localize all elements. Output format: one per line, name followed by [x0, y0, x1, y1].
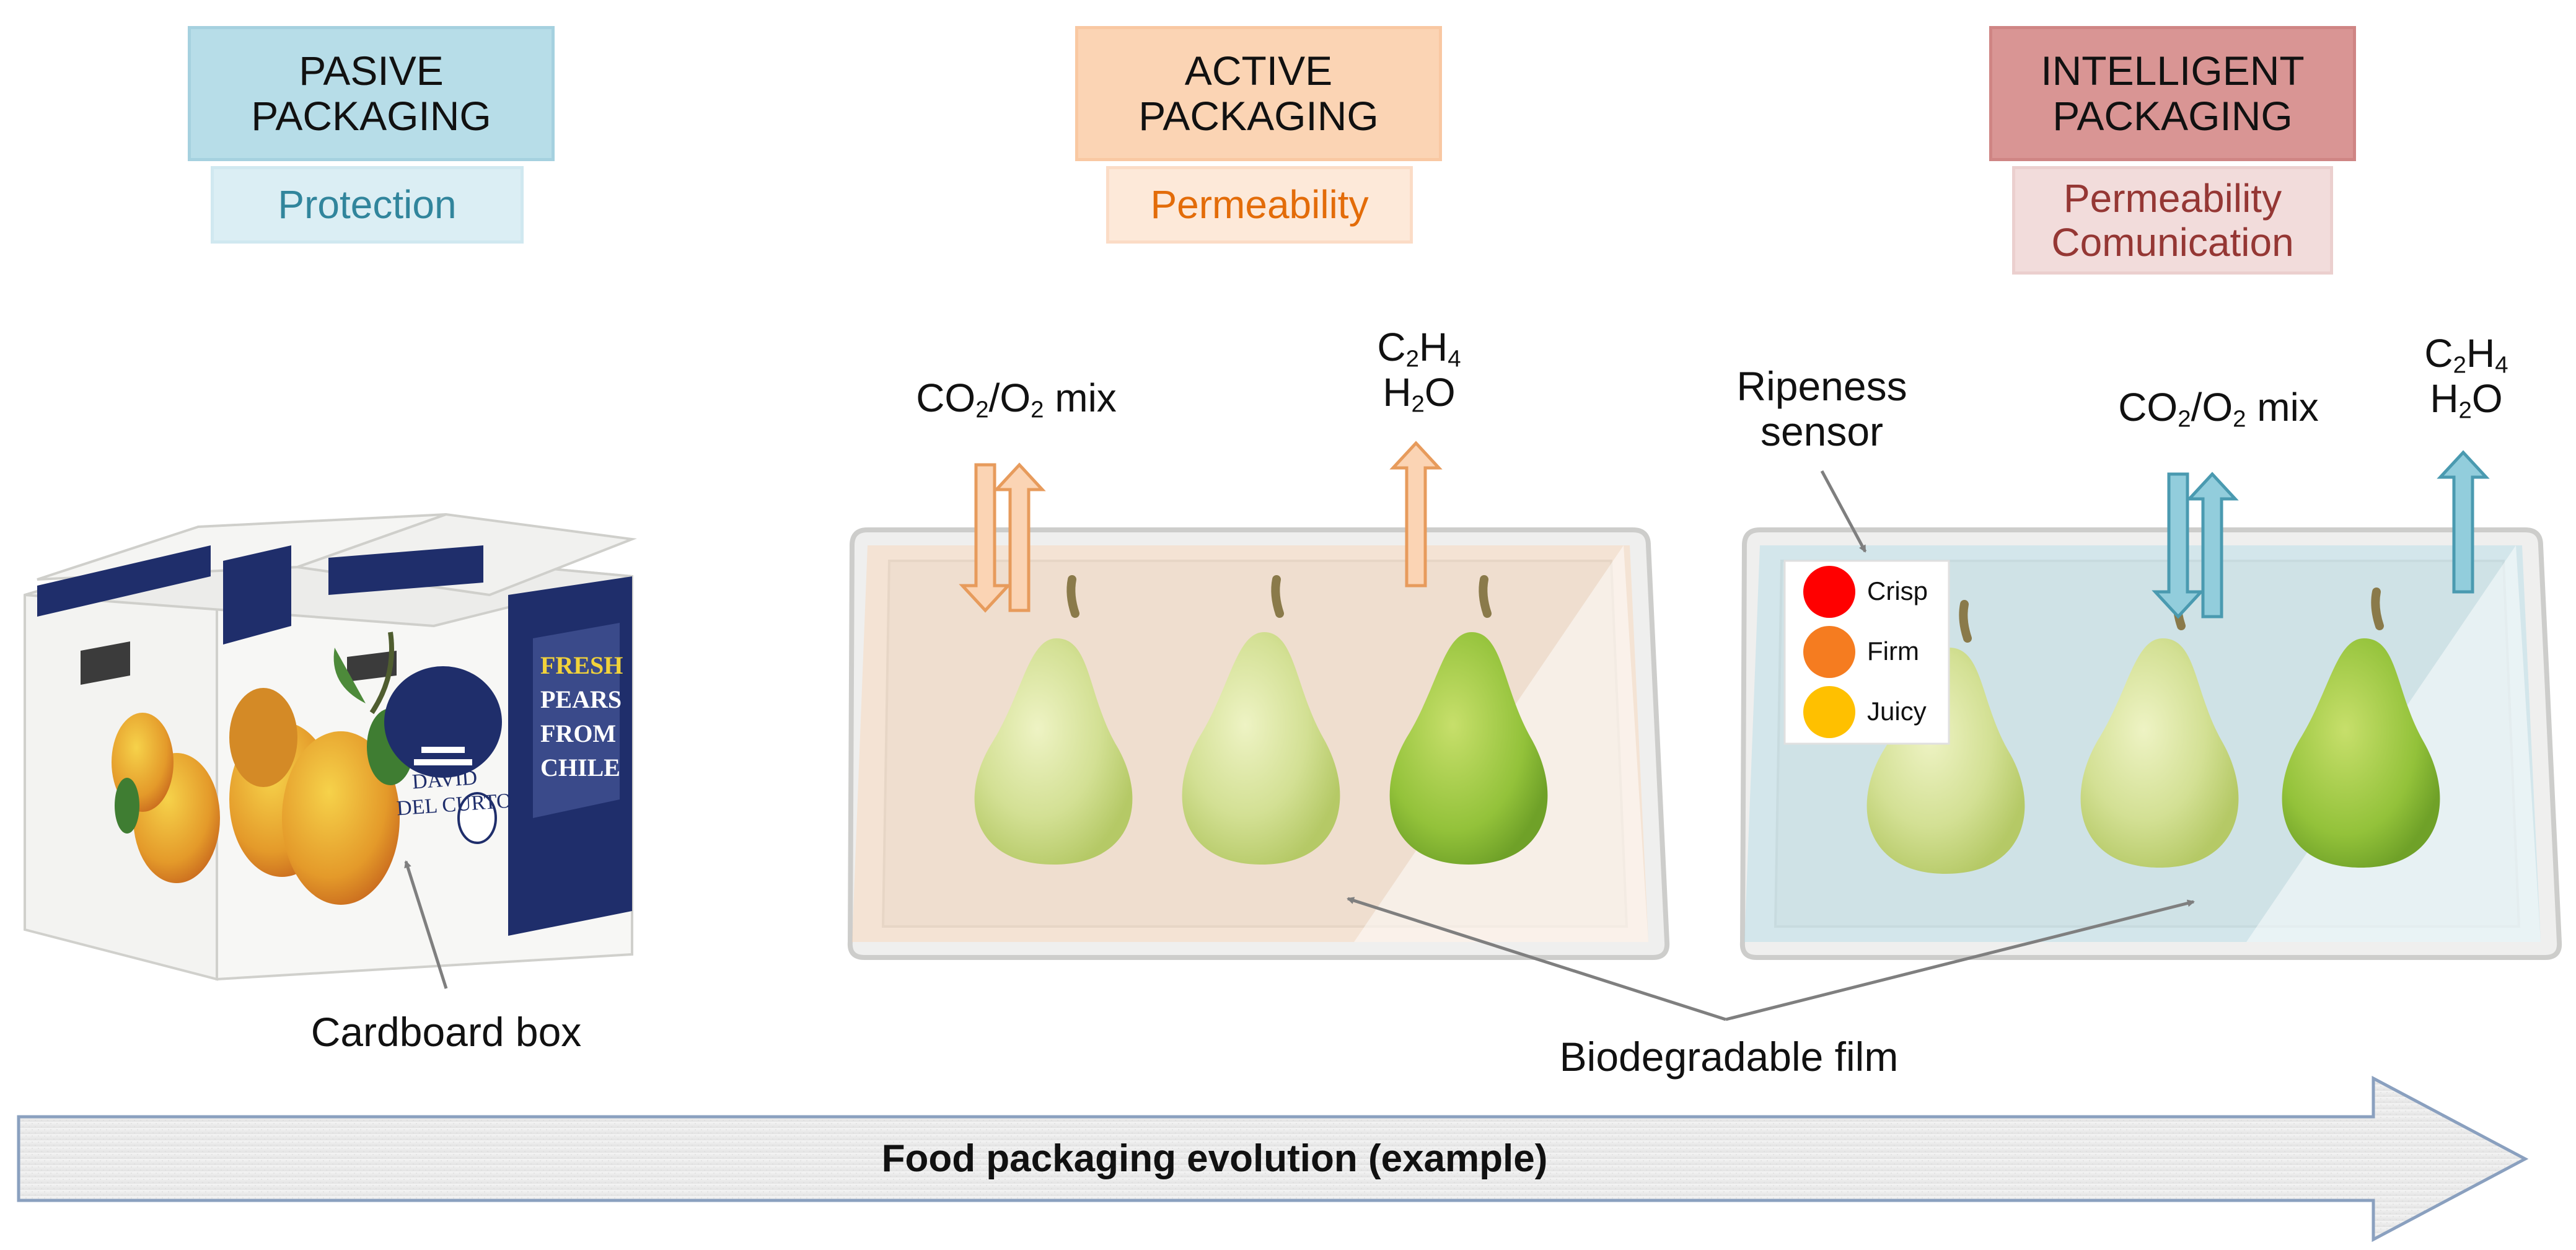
intelligent-gas-arrows	[2152, 450, 2490, 619]
pears-intelligent	[1866, 588, 2440, 874]
box-brand-line1: DAVID	[411, 766, 478, 794]
gas-mix-formula: CO2/O2 mix	[916, 375, 1117, 423]
stage-function-active: Permeability	[1106, 166, 1413, 244]
stage-title-line1: PASIVE	[299, 48, 444, 94]
active-gas-arrows	[959, 441, 1443, 613]
pears-active	[974, 575, 1548, 865]
callout-pointers	[404, 470, 2195, 1021]
stage-header-intelligent: INTELLIGENT PACKAGING	[1989, 26, 2356, 161]
legend-label-firm: Firm	[1867, 636, 1919, 666]
box-side-line1: FRESH	[540, 651, 623, 679]
stage-title-line2: PACKAGING	[251, 93, 491, 139]
stage-title-line1: INTELLIGENT	[2041, 48, 2305, 94]
timeline-arrow	[17, 1075, 2529, 1243]
gas-mix-label-intelligent: CO2/O2 mix	[2095, 381, 2342, 437]
ripeness-sensor-line2: sensor	[1760, 408, 1884, 454]
legend-label-crisp: Crisp	[1867, 576, 1928, 605]
stage-function-line2: Comunication	[2051, 219, 2294, 265]
gas-mix-formula: CO2/O2 mix	[2118, 384, 2319, 433]
stage-header-passive: PASIVE PACKAGING	[188, 26, 555, 161]
box-side-line2: PEARS	[540, 685, 622, 713]
water-formula: H2O	[1383, 370, 1456, 418]
legend-dot-juicy	[1803, 686, 1855, 738]
ethylene-water-label-intelligent: C2H4 H2O	[2386, 325, 2547, 431]
biodegradable-film-label: Biodegradable film	[1559, 1033, 1899, 1080]
ethylene-formula: C2H4	[2424, 331, 2508, 379]
stage-function-line1: Protection	[278, 182, 457, 227]
stage-function-line1: Permeability	[2063, 176, 2282, 221]
legend-dot-firm	[1803, 626, 1855, 678]
gas-mix-label-active: CO2/O2 mix	[892, 372, 1140, 428]
water-formula: H2O	[2430, 376, 2503, 424]
ethylene-water-label-active: C2H4 H2O	[1339, 319, 1500, 425]
stage-title-line1: ACTIVE	[1184, 48, 1333, 94]
legend-label-juicy: Juicy	[1867, 697, 1927, 726]
ethylene-formula: C2H4	[1377, 325, 1461, 372]
ripeness-sensor-line1: Ripeness	[1736, 363, 1907, 410]
box-side-line3: FROM	[540, 720, 617, 747]
cardboard-box-illustration	[24, 513, 637, 981]
box-side-line4: CHILE	[540, 754, 620, 781]
cardboard-box-label: Cardboard box	[310, 1008, 582, 1055]
timeline-label: Food packaging evolution (example)	[881, 1137, 1548, 1180]
legend-dot-crisp	[1803, 566, 1855, 618]
stage-function-passive: Protection	[211, 166, 524, 244]
stage-header-active: ACTIVE PACKAGING	[1075, 26, 1442, 161]
stage-title-line2: PACKAGING	[1138, 93, 1379, 139]
stage-function-intelligent: Permeability Comunication	[2012, 166, 2333, 275]
stage-title-line2: PACKAGING	[2052, 93, 2293, 139]
stage-function-line1: Permeability	[1150, 182, 1369, 227]
ripeness-sensor-label: Ripeness sensor	[1698, 356, 1946, 462]
